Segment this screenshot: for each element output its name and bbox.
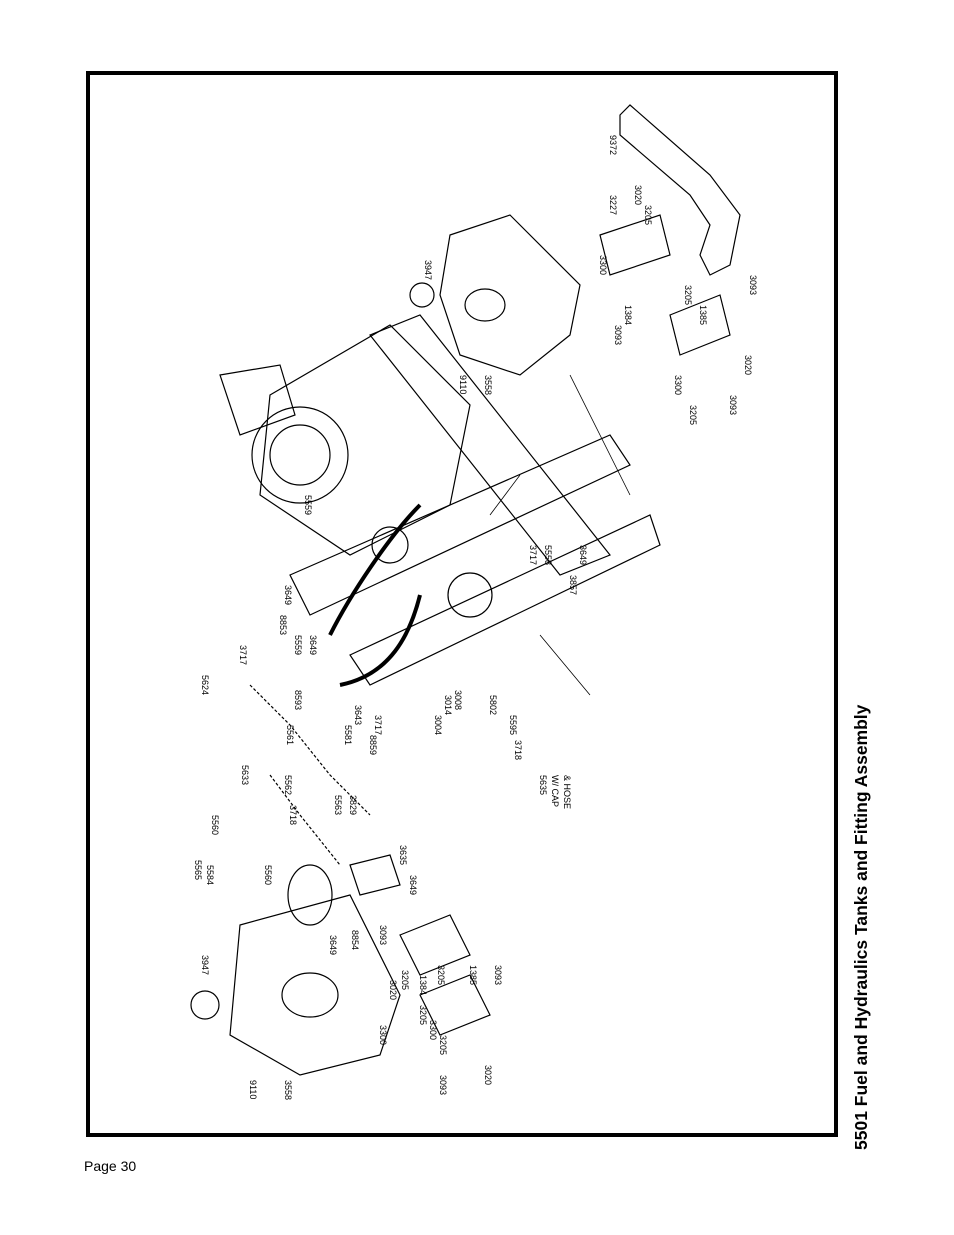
part-number-label: 5581	[343, 725, 353, 745]
part-number-label: 3635	[398, 845, 408, 865]
part-number-label: 8593	[293, 690, 303, 710]
part-number-label: 5624	[200, 675, 210, 695]
part-number-label: 1385	[698, 305, 708, 325]
part-number-label: 8854	[350, 930, 360, 950]
part-number-label: 3014	[443, 695, 453, 715]
part-number-label: 3093	[493, 965, 503, 985]
engine-fan	[251, 406, 349, 504]
part-number-label: 3093	[378, 925, 388, 945]
part-number-label: 3300	[598, 255, 608, 275]
part-number-label: 9110	[458, 375, 468, 394]
part-number-label: 3717	[528, 545, 538, 565]
part-number-label: 3008	[453, 690, 463, 710]
left-tank-cap	[190, 990, 220, 1020]
part-number-label: 3558	[483, 375, 493, 395]
engine-pulley	[219, 364, 296, 436]
part-number-label: W/ CAP	[550, 775, 560, 807]
part-number-label: 3093	[613, 325, 623, 345]
part-number-label: 3020	[743, 355, 753, 375]
part-number-label: 5584	[205, 865, 215, 885]
part-number-label: 3093	[728, 395, 738, 415]
engine	[259, 324, 471, 556]
part-number-label: 3947	[200, 955, 210, 975]
part-number-label: 3300	[673, 375, 683, 395]
filter	[287, 864, 333, 926]
part-number-label: 1384	[623, 305, 633, 325]
part-number-label: 3717	[373, 715, 383, 735]
part-number-label: 3093	[748, 275, 758, 295]
part-number-label: 5559	[303, 495, 313, 515]
right-tank-opening	[464, 288, 506, 322]
bracket-right-1	[599, 214, 671, 276]
part-number-label: 9110	[248, 1080, 258, 1099]
handle-bar	[619, 104, 741, 276]
part-number-label: 3649	[578, 545, 588, 565]
part-number-label: 3718	[513, 740, 523, 760]
part-number-label: 3205	[418, 1005, 428, 1025]
frame-rail	[289, 434, 631, 616]
part-number-label: 3649	[308, 635, 318, 655]
part-number-label: 3649	[283, 585, 293, 605]
part-number-label: 5559	[293, 635, 303, 655]
hydraulic-hose	[328, 503, 422, 636]
part-number-label: 3205	[683, 285, 693, 305]
part-number-label: 9372	[608, 135, 618, 155]
part-number-label: 3857	[568, 575, 578, 595]
part-number-label: 3205	[643, 205, 653, 225]
part-number-label: 5635	[538, 775, 548, 795]
part-number-label: 3205	[438, 1035, 448, 1055]
part-number-label: 5562	[283, 775, 293, 795]
part-number-label: 5563	[333, 795, 343, 815]
part-number-label: 3300	[378, 1025, 388, 1045]
part-number-label: 5633	[240, 765, 250, 785]
part-number-label: 3020	[388, 980, 398, 1000]
part-number-label: 3643	[353, 705, 363, 725]
right-tank	[439, 214, 581, 376]
part-number-label: 3205	[436, 965, 446, 985]
part-number-label: 8859	[368, 735, 378, 755]
part-number-label: 3205	[688, 405, 698, 425]
bracket-left-1	[399, 914, 471, 976]
left-tank	[229, 894, 401, 1076]
part-number-label: 5561	[285, 725, 295, 745]
page-number: Page 30	[84, 1158, 137, 1174]
part-number-label: 5565	[193, 860, 203, 880]
part-number-label: 3300	[428, 1020, 438, 1040]
part-number-label: 3020	[633, 185, 643, 205]
part-number-label: 3649	[408, 875, 418, 895]
bracket-right-2	[669, 294, 731, 356]
part-number-label: 1384	[418, 975, 428, 995]
part-number-label: 3717	[238, 645, 248, 665]
bracket-left-2	[419, 974, 491, 1036]
part-number-label: 1385	[468, 965, 478, 985]
part-number-label: 3947	[423, 260, 433, 280]
part-number-label: 8853	[278, 615, 288, 635]
part-number-label: 5595	[508, 715, 518, 735]
right-tank-cap	[409, 282, 435, 308]
part-number-label: 5560	[263, 865, 273, 885]
left-tank-opening	[281, 972, 339, 1018]
part-number-label: 3649	[328, 935, 338, 955]
part-number-label: 3205	[400, 970, 410, 990]
part-number-label: 3020	[483, 1065, 493, 1085]
part-number-label: & HOSE	[562, 775, 572, 809]
part-number-label: 5558	[543, 545, 553, 565]
part-number-label: 3558	[283, 1080, 293, 1100]
part-number-label: 3718	[288, 805, 298, 825]
part-number-label: 3093	[438, 1075, 448, 1095]
part-number-label: 3004	[433, 715, 443, 735]
part-number-label: 3227	[608, 195, 618, 215]
part-number-label: 5560	[210, 815, 220, 835]
hydraulic-pump	[447, 572, 493, 618]
part-number-label: 5802	[488, 695, 498, 715]
page-title: 5501 Fuel and Hydraulics Tanks and Fitti…	[851, 704, 871, 1150]
part-number-label: 3829	[348, 795, 358, 815]
